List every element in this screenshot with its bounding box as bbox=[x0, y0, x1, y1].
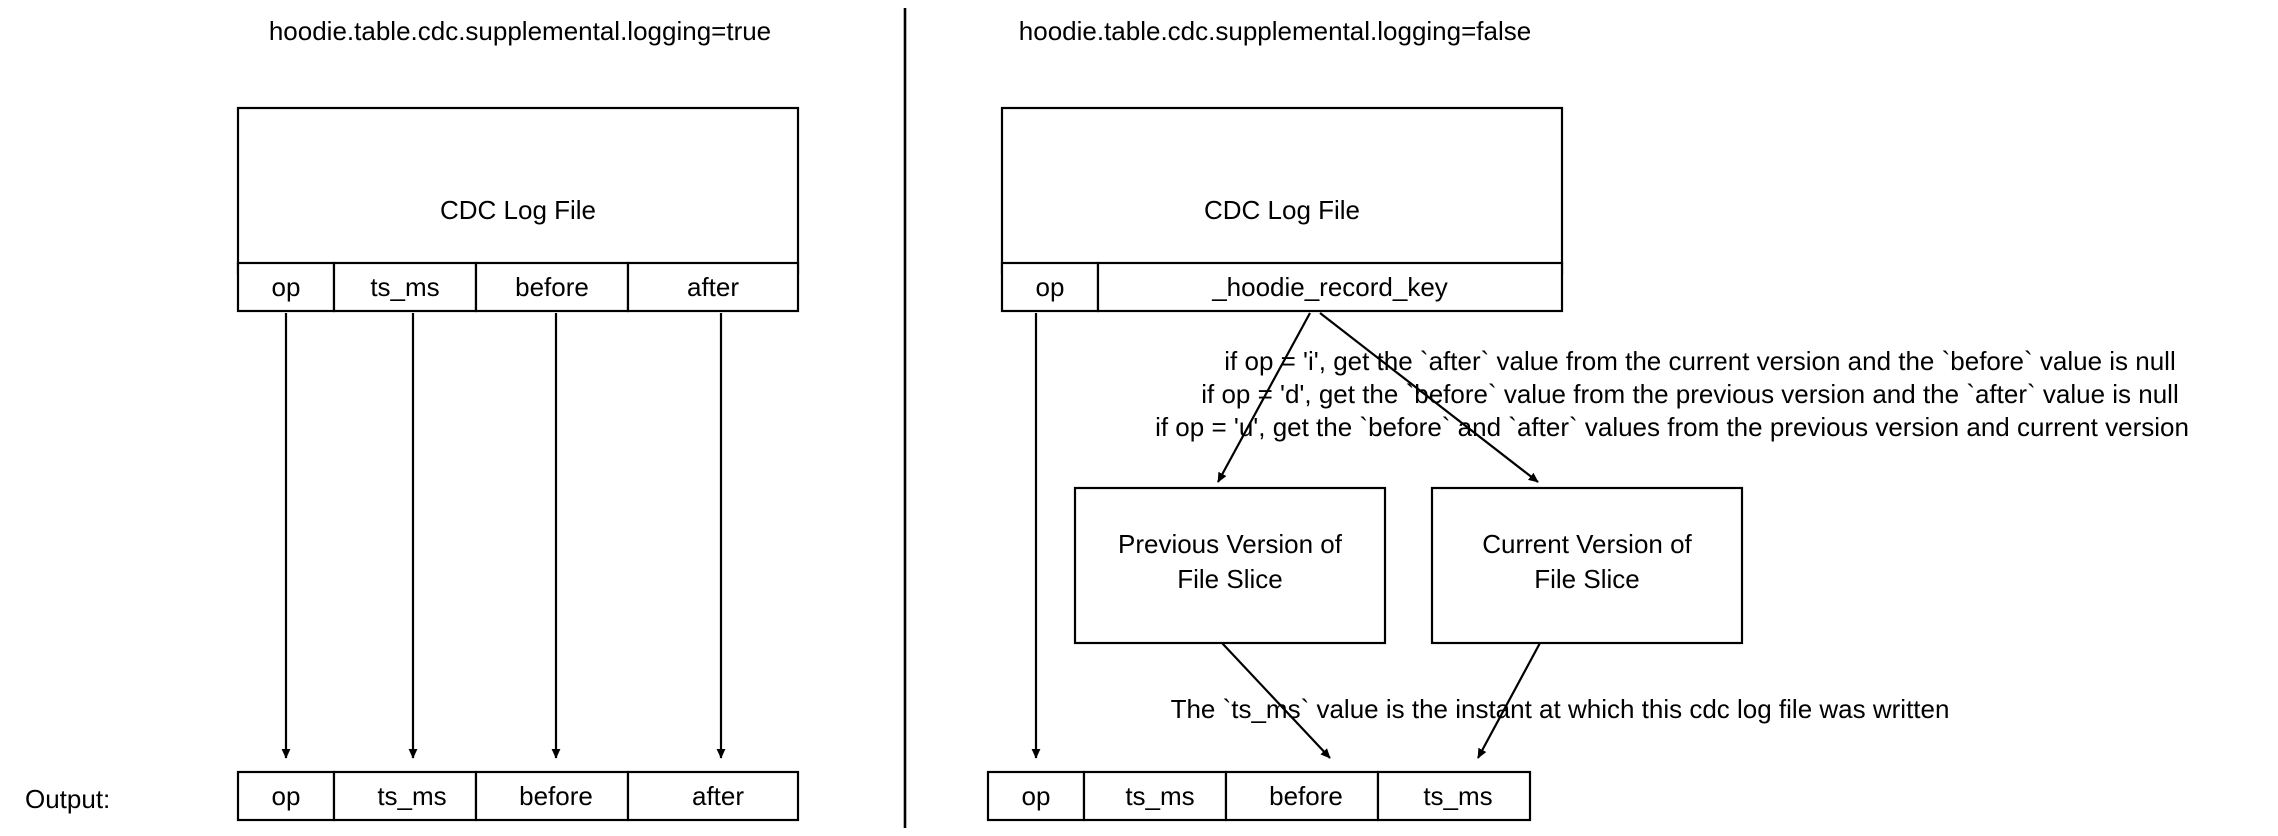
current-version-file-slice-line1: Current Version of bbox=[1482, 529, 1692, 559]
left-cdc-col-label-op: op bbox=[272, 272, 301, 302]
left-panel-title: hoodie.table.cdc.supplemental.logging=tr… bbox=[269, 16, 771, 46]
arrow-current-version-to-output-ts_ms bbox=[1477, 642, 1541, 759]
previous-version-file-slice-box bbox=[1073, 486, 1387, 645]
left-cdc-log-file-label: CDC Log File bbox=[440, 195, 596, 225]
left-cdc-log-file-box bbox=[236, 106, 800, 275]
right-output-label-ts_ms-2: ts_ms bbox=[1423, 781, 1492, 811]
right-arrow-to-current-version bbox=[1319, 312, 1539, 483]
rule-line-insert: if op = 'i', get the `after` value from … bbox=[1224, 346, 2175, 376]
rule-line-delete: if op = 'd', get the `before` value from… bbox=[1201, 379, 2179, 409]
right-cdc-col-label-hoodie-record-key: _hoodie_record_key bbox=[1211, 272, 1448, 302]
left-cdc-col-cell-before bbox=[474, 261, 630, 313]
right-output-label-before: before bbox=[1269, 781, 1343, 811]
left-output-cell-op bbox=[236, 770, 336, 822]
right-cdc-log-file-label: CDC Log File bbox=[1204, 195, 1360, 225]
left-cdc-col-label-before: before bbox=[515, 272, 589, 302]
left-output-label: Output: bbox=[25, 784, 110, 814]
left-output-label-op: op bbox=[272, 781, 301, 811]
left-cdc-col-cell-ts_ms bbox=[332, 261, 478, 313]
left-output-cell-after bbox=[626, 770, 800, 822]
left-cdc-col-label-after: after bbox=[687, 272, 739, 302]
left-output-cell-before bbox=[474, 770, 630, 822]
right-output-cell-before bbox=[1224, 770, 1380, 822]
left-output-label-ts_ms: ts_ms bbox=[377, 781, 446, 811]
right-cdc-col-cell-hoodie-record-key bbox=[1096, 261, 1564, 313]
left-output-label-before: before bbox=[519, 781, 593, 811]
right-cdc-col-cell-op bbox=[1000, 261, 1100, 313]
rule-line-update: if op = 'u', get the `before` and `after… bbox=[1155, 412, 2189, 442]
left-output-label-after: after bbox=[692, 781, 744, 811]
current-version-file-slice-box bbox=[1430, 486, 1744, 645]
right-cdc-log-file-box bbox=[1000, 106, 1564, 275]
right-arrow-to-previous-version bbox=[1217, 312, 1311, 483]
left-cdc-col-label-ts_ms: ts_ms bbox=[370, 272, 439, 302]
right-cdc-col-label-op: op bbox=[1036, 272, 1065, 302]
right-output-label-ts_ms-1: ts_ms bbox=[1125, 781, 1194, 811]
current-version-file-slice-line2: File Slice bbox=[1534, 564, 1639, 594]
left-cdc-col-cell-after bbox=[626, 261, 800, 313]
right-output-label-op: op bbox=[1022, 781, 1051, 811]
ts-ms-note: The `ts_ms` value is the instant at whic… bbox=[1171, 694, 1950, 724]
previous-version-file-slice-line2: File Slice bbox=[1177, 564, 1282, 594]
right-panel-title: hoodie.table.cdc.supplemental.logging=fa… bbox=[1019, 16, 1531, 46]
right-output-cell-ts_ms-1 bbox=[1082, 770, 1228, 822]
right-output-cell-ts_ms-2 bbox=[1376, 770, 1532, 822]
previous-version-file-slice-line1: Previous Version of bbox=[1118, 529, 1343, 559]
arrow-previous-version-to-output-before bbox=[1221, 642, 1331, 759]
